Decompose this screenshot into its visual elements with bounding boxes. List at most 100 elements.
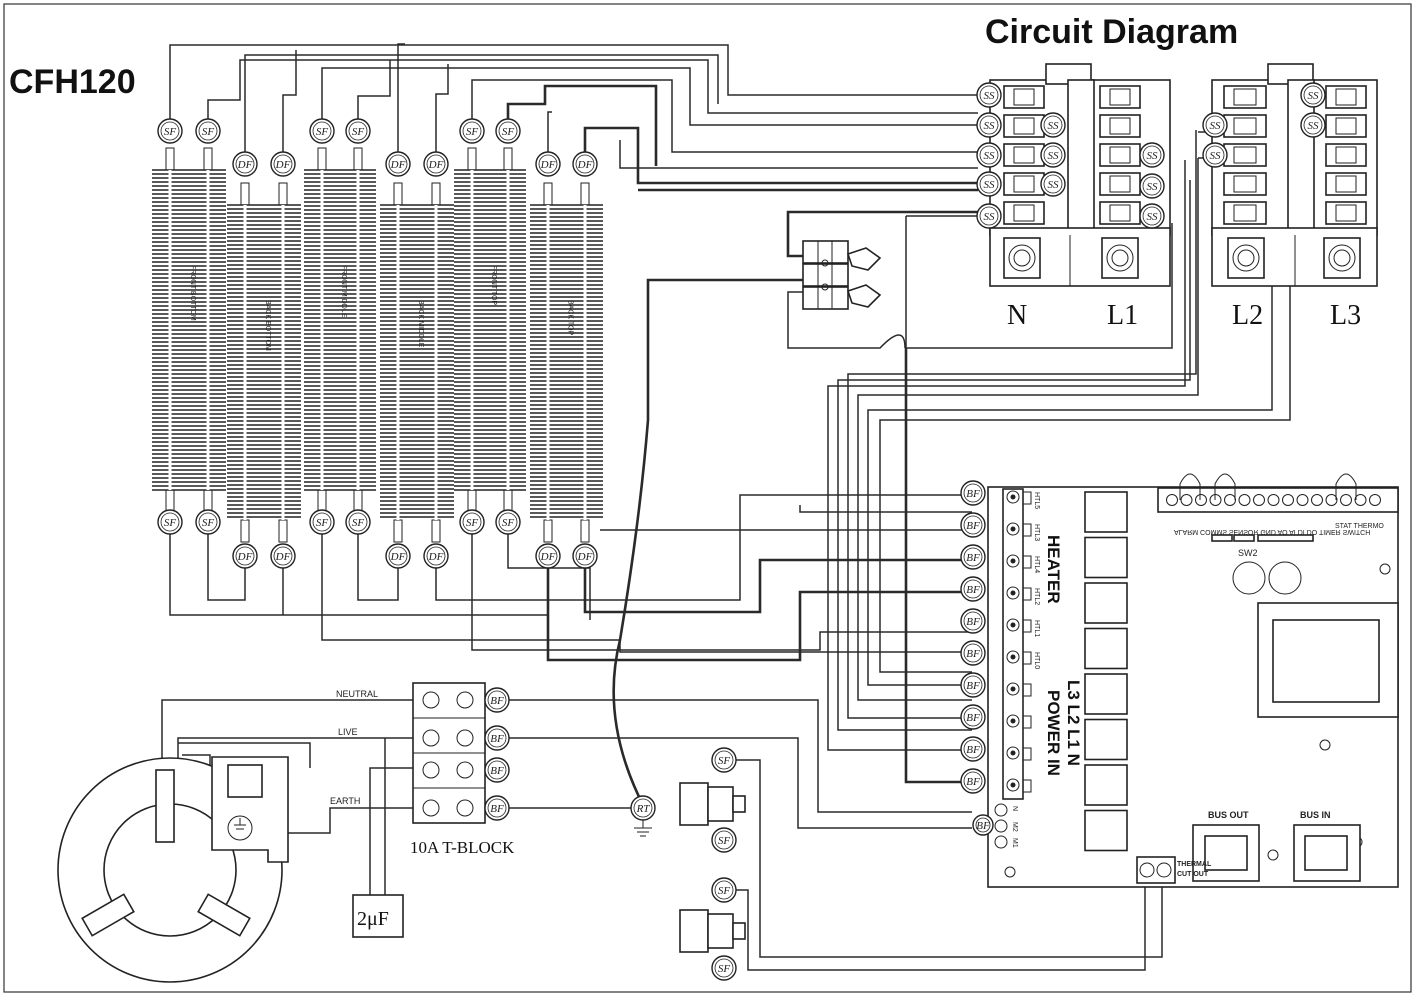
heater-element: BACK TOP [530, 182, 603, 543]
sf-connector-label: SF [352, 517, 365, 529]
sf-connector: SF [195, 118, 221, 144]
bf-connector-label: BF [966, 680, 980, 692]
relay [1084, 627, 1128, 670]
live-label: LIVE [338, 727, 358, 737]
phase-labels: L3 L2 L1 N [1064, 680, 1083, 766]
connector-markers: SF SF SF SF SF SF DF DF DF DF DF DF SF SF SF SF SF SF DF DF… [157, 82, 1326, 981]
bf-connector: BF [484, 725, 510, 751]
heater-element-label: FRONT TOP [490, 265, 497, 305]
terminal-l3-label: L3 [1330, 300, 1361, 331]
heater-element-label: BACK TOP [567, 300, 574, 335]
ss-connector: SS [1139, 203, 1165, 229]
bf-connector: BF [960, 544, 986, 570]
sf-connector-label: SF [718, 835, 731, 847]
heater-element: FRONT BOTTOM [152, 147, 226, 513]
heater-pin-label: HTL3 [1033, 524, 1040, 541]
bf-connector: BF [960, 768, 986, 794]
sf-connector-label: SF [466, 517, 479, 529]
bf-connector-label: BF [966, 776, 980, 788]
cutout-label: CUT OUT [1177, 871, 1209, 878]
ss-connector-label: SS [1210, 120, 1222, 132]
sf-connector-label: SF [502, 126, 515, 138]
terminal-l1-label: L1 [1107, 300, 1138, 331]
relay [1084, 491, 1128, 533]
df-connector-label: DF [577, 159, 593, 171]
sf-connector: SF [711, 747, 737, 773]
bf-connector: BF [960, 672, 986, 698]
sf-connector: SF [495, 118, 521, 144]
terminal-n-label: N [1007, 300, 1027, 331]
df-connector-label: DF [275, 551, 291, 563]
sf-connector-label: SF [202, 126, 215, 138]
sf-connector-label: SF [316, 517, 329, 529]
bf-connector-label: BF [966, 520, 980, 532]
ss-connector: SS [1202, 112, 1228, 138]
bf-connector-label: BF [490, 765, 504, 777]
sf-connector: SF [309, 118, 335, 144]
sf-connector-label: SF [718, 755, 731, 767]
ss-connector-label: SS [1210, 150, 1222, 162]
rt-connector: RT [630, 795, 656, 821]
bf-connector: BF [484, 687, 510, 713]
ss-connector: SS [976, 112, 1002, 138]
relay [1084, 673, 1128, 715]
bf-connector-label: BF [966, 648, 980, 660]
control-pcb [987, 486, 1399, 888]
bf-connector-label: BF [966, 584, 980, 596]
df-connector-label: DF [540, 159, 556, 171]
bf-connector: BF [960, 704, 986, 730]
sf-connector-label: SF [316, 126, 329, 138]
df-connector-label: DF [390, 159, 406, 171]
fan-pin-label: M1 [1011, 838, 1018, 848]
sf-connector: SF [157, 509, 183, 535]
heater-pin-label: HTL4 [1033, 556, 1040, 573]
ss-connector-label: SS [984, 90, 996, 102]
df-connector-label: DF [428, 159, 444, 171]
bf-connector-label: BF [490, 733, 504, 745]
df-connector: DF [270, 151, 296, 177]
sf-connector-label: SF [352, 126, 365, 138]
fan-pin-label: M2 [1011, 822, 1018, 832]
top-header-labels: ALARM COMMS SENSOR GND AO AI DI DO TIMER… [1174, 528, 1370, 535]
sf-connector-label: SF [502, 517, 515, 529]
relay [1084, 536, 1128, 579]
pcb-top-header [1166, 473, 1381, 506]
earth-label: EARTH [330, 796, 360, 806]
df-connector: DF [535, 151, 561, 177]
thermal-label: THERMAL [1177, 861, 1212, 868]
ss-connector: SS [1040, 171, 1066, 197]
power-in-label: POWER IN [1044, 690, 1063, 776]
sf-connector: SF [195, 509, 221, 535]
ss-connector-label: SS [984, 179, 996, 191]
terminal-l2-label: L2 [1232, 300, 1263, 331]
df-connector: DF [423, 151, 449, 177]
ss-connector-label: SS [1308, 120, 1320, 132]
sf-connector-label: SF [718, 963, 731, 975]
heater-element: FRONT MIDDLE [304, 147, 376, 513]
df-connector: DF [423, 543, 449, 569]
sf-connector: SF [711, 827, 737, 853]
thermostat-switch [802, 240, 882, 310]
fan-motor [57, 756, 289, 983]
df-connector: DF [572, 543, 598, 569]
relay [1084, 764, 1128, 806]
heater-element-label: BACK MIDDLE [417, 300, 424, 348]
ss-connector: SS [1139, 173, 1165, 199]
diagram-title: Circuit Diagram [985, 13, 1238, 51]
sf-connector-label: SF [202, 517, 215, 529]
bf-connector-label: BF [490, 803, 504, 815]
ss-connector-label: SS [1048, 120, 1060, 132]
df-connector: DF [270, 543, 296, 569]
ss-connector-label: SS [1147, 181, 1159, 193]
sf-connector: SF [711, 877, 737, 903]
sf-connector: SF [157, 118, 183, 144]
t-block-label: 10A T-BLOCK [410, 838, 515, 857]
ss-connector: SS [1040, 142, 1066, 168]
heater-element-label: FRONT MIDDLE [340, 265, 347, 318]
heater-element: FRONT TOP [454, 147, 526, 513]
bf-connector: BF [960, 480, 986, 506]
relay [1084, 809, 1128, 852]
